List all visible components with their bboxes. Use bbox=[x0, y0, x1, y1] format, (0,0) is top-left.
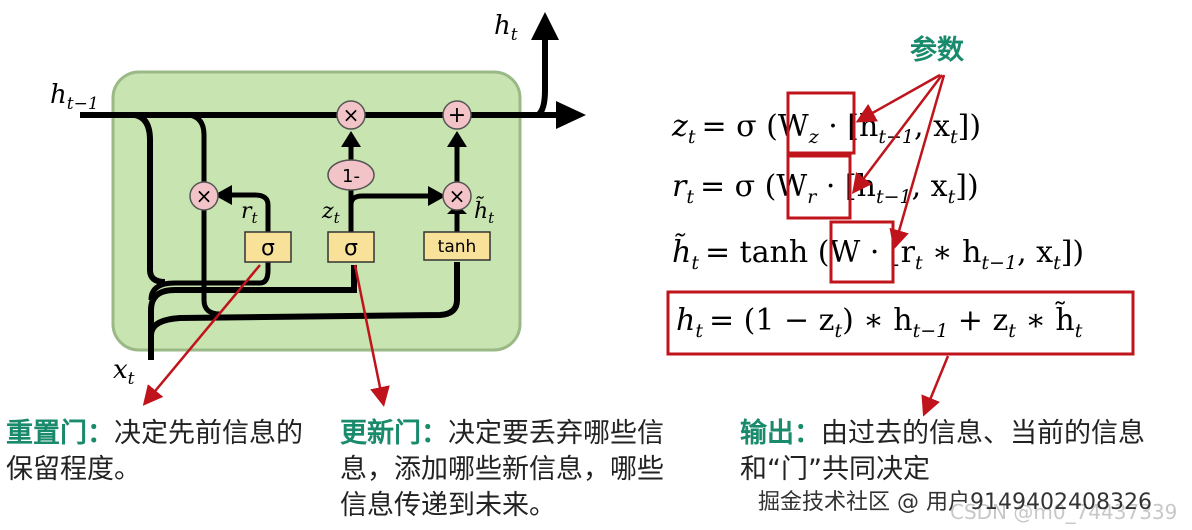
r-gate-label: rt bbox=[241, 199, 259, 227]
htilde-label: h̃t bbox=[474, 197, 495, 227]
input-to-sigma1-line bbox=[148, 262, 271, 301]
plus-arrowhead bbox=[447, 131, 467, 147]
output-branch-line bbox=[535, 38, 548, 118]
h-out-label: ht bbox=[494, 11, 518, 45]
param-box-wr bbox=[786, 154, 852, 220]
svg-text:×: × bbox=[196, 184, 213, 208]
output-equation-box bbox=[666, 290, 1135, 356]
reset-gate-key: 重置门： bbox=[6, 418, 114, 449]
mult3-arrowhead bbox=[428, 186, 446, 206]
param-arrow-wr bbox=[851, 74, 943, 194]
sigma-box-reset: σ bbox=[244, 231, 292, 263]
x-in-label: xt bbox=[113, 355, 135, 389]
equation-htilde: h̃t= tanh (W · [rt ∗ ht−1, xt]) bbox=[672, 233, 1084, 274]
params-label: 参数 bbox=[910, 35, 964, 66]
svg-text:1-: 1- bbox=[342, 166, 360, 187]
svg-text:σ: σ bbox=[261, 236, 275, 261]
param-box-wz bbox=[786, 91, 856, 155]
hprev-to-reset-mult-line bbox=[189, 112, 207, 182]
juejin-watermark: 掘金技术社区 @ 用户9149402408326 bbox=[758, 490, 1152, 515]
input-line bbox=[148, 265, 357, 360]
reset-gate-annotation: 重置门：决定先前信息的保留程度。 bbox=[6, 416, 306, 488]
param-box-w bbox=[829, 220, 895, 284]
output-annotation: 输出：由过去的信息、当前的信息和“门”共同决定 bbox=[740, 416, 1180, 488]
tanh-box: tanh bbox=[423, 231, 491, 261]
mult-node-reset: × bbox=[189, 181, 219, 211]
z-gate-label: zt bbox=[321, 199, 341, 227]
sigma1-arrowhead bbox=[214, 185, 232, 205]
update-gate-arrow bbox=[353, 264, 390, 407]
output-arrow bbox=[921, 355, 950, 417]
param-arrow-w bbox=[889, 74, 946, 250]
update-gate-key: 更新门： bbox=[340, 418, 448, 449]
mult1-arrowhead bbox=[341, 131, 361, 147]
sigma-box-update: σ bbox=[327, 231, 375, 263]
equation-z: zt= σ (Wz · [ht−1, xt]) bbox=[671, 109, 981, 148]
equation-h: ht= (1 − zt) ∗ ht−1 + zt ∗ h̃t bbox=[676, 301, 1083, 342]
svg-text:σ: σ bbox=[344, 236, 358, 261]
sigma1-to-reset-line bbox=[228, 192, 271, 232]
input-to-tanh-line bbox=[148, 262, 460, 336]
hidden-state-arrowhead bbox=[556, 101, 586, 129]
sigma2-to-mult3-line bbox=[348, 193, 430, 206]
svg-text:+: + bbox=[448, 103, 466, 128]
one-minus-node: 1- bbox=[327, 159, 375, 191]
svg-text:tanh: tanh bbox=[438, 237, 477, 257]
equation-r: rt= σ (Wr · [ht−1, xt]) bbox=[672, 169, 979, 208]
h-prev-label: ht−1 bbox=[50, 80, 99, 114]
hprev-to-gates-line bbox=[134, 112, 166, 285]
output-key: 输出： bbox=[740, 418, 821, 449]
reset-mult-to-tanh-line bbox=[201, 210, 221, 317]
svg-text:×: × bbox=[343, 103, 360, 127]
plus-node: + bbox=[442, 100, 472, 130]
output-text: 由过去的信息、当前的信息和“门”共同决定 bbox=[740, 418, 1145, 485]
update-gate-annotation: 更新门：决定要丢弃哪些信息，添加哪些新信息，哪些信息传递到未来。 bbox=[340, 416, 690, 524]
update-gate-text: 决定要丢弃哪些信息，添加哪些新信息，哪些信息传递到未来。 bbox=[340, 418, 664, 521]
mult-node-3: × bbox=[442, 181, 472, 211]
reset-gate-text: 决定先前信息的保留程度。 bbox=[6, 418, 303, 485]
csdn-watermark: CSDN @m0_74437339 bbox=[950, 500, 1178, 524]
param-arrow-wz bbox=[855, 73, 941, 123]
mult-node-1: × bbox=[336, 100, 366, 130]
output-arrowhead bbox=[531, 12, 559, 40]
reset-gate-arrow bbox=[142, 264, 261, 406]
svg-text:×: × bbox=[449, 184, 466, 208]
